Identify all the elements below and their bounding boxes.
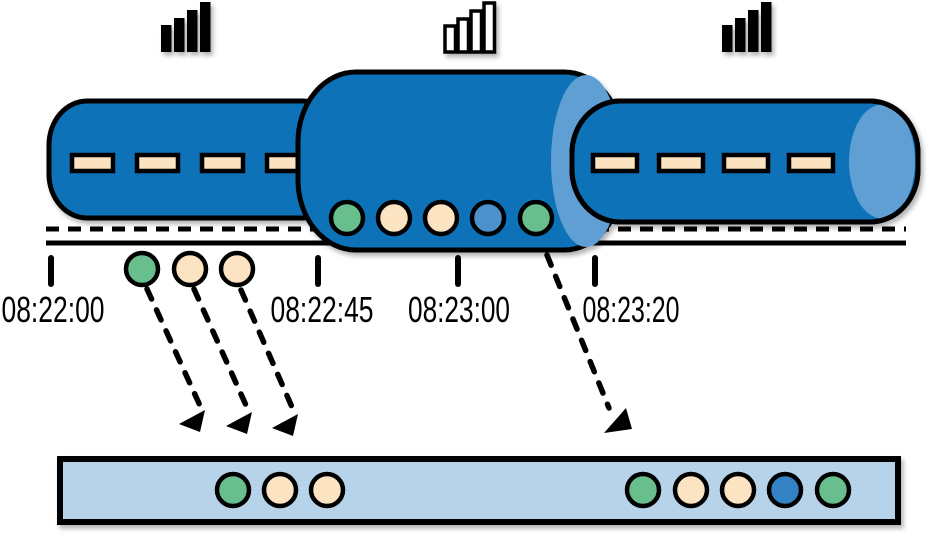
arrow-line (238, 287, 298, 417)
arrow-head-icon (272, 414, 298, 436)
timestamp-label: 08:22:45 (271, 289, 374, 330)
right-pipe-outline (569, 98, 921, 225)
buffer-events-right (624, 471, 852, 509)
left-pipe (46, 98, 344, 221)
event-dot (328, 199, 366, 237)
event-dot (214, 471, 252, 509)
signal-bar (735, 18, 746, 52)
arrow-line (191, 286, 252, 415)
event-dot (517, 199, 555, 237)
arrow-head-icon (226, 412, 252, 434)
pipe-dash (199, 152, 246, 174)
signal-bar (761, 2, 772, 52)
signal-bar (456, 17, 471, 54)
timestamp-label: 08:22:00 (2, 289, 105, 330)
event-dot (719, 471, 757, 509)
buffer-events-left (214, 471, 346, 509)
event-dot (261, 471, 299, 509)
signal-bar (200, 2, 211, 52)
pipe-dash (721, 152, 771, 174)
event-dot (308, 471, 346, 509)
signal-strength-full-icon (722, 2, 772, 52)
signal-bar (722, 25, 733, 52)
signal-bar (482, 1, 497, 54)
signal-bar (174, 18, 185, 52)
right-pipe-end-cap (849, 104, 915, 219)
tunnel-buffered-events (328, 199, 555, 237)
event-dot (814, 471, 852, 509)
timestamp-label: 08:23:20 (583, 289, 680, 330)
arrow-line (544, 252, 612, 411)
pipe-dash (134, 152, 181, 174)
timeline-events (123, 250, 256, 288)
signal-bar (748, 10, 759, 52)
signal-bar (187, 10, 198, 52)
pipe-dash (590, 152, 640, 174)
event-dot (469, 199, 507, 237)
timeline: 08:22:00 08:22:45 08:23:00 08:23:20 (2, 255, 680, 330)
event-dot (422, 199, 460, 237)
arrow-line (144, 286, 205, 413)
signal-bar (469, 9, 484, 54)
buffer-bar (57, 456, 901, 525)
event-dot (672, 471, 710, 509)
event-dot (218, 250, 256, 288)
pipeline-group (46, 69, 921, 253)
event-dot (766, 471, 804, 509)
arrow-head-icon (179, 410, 205, 432)
signal-bar (161, 25, 172, 52)
signal-strength-full-icon (161, 2, 211, 52)
timestamp-label: 08:23:00 (408, 289, 510, 330)
signal-strength-none-icon (443, 1, 497, 54)
event-dot (123, 250, 161, 288)
write-arrows (144, 252, 632, 436)
arrow-head-icon (604, 408, 632, 433)
pipe-dash (69, 152, 116, 174)
event-dot (624, 471, 662, 509)
event-dot (171, 250, 209, 288)
right-pipe (569, 98, 921, 225)
signal-bar (443, 24, 458, 54)
event-dot (375, 199, 413, 237)
buffer-bar-group (57, 456, 901, 525)
pipe-dash (786, 152, 836, 174)
pipe-dash (656, 152, 706, 174)
